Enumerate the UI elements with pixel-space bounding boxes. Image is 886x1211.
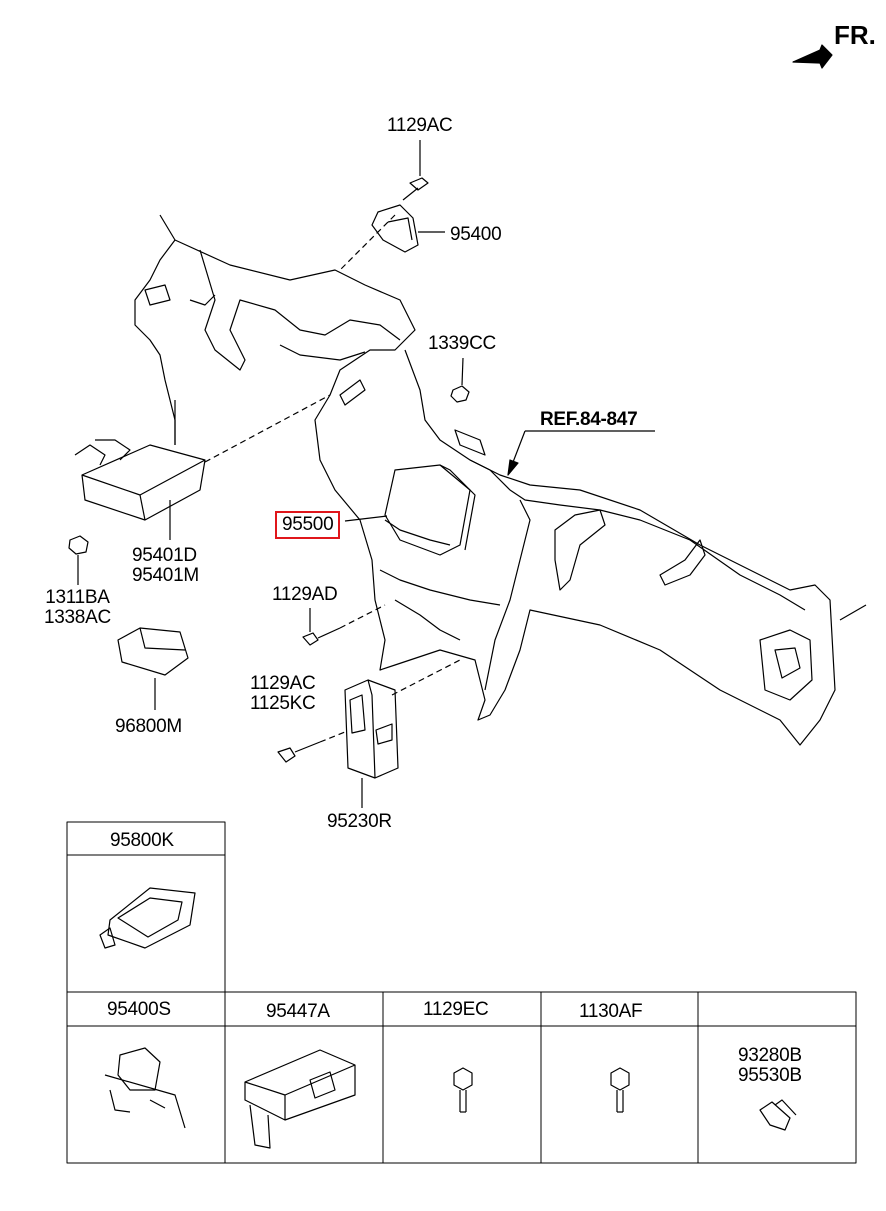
front-direction-arrow-icon: [792, 44, 833, 69]
sensor-95800k-icon: [99, 887, 196, 949]
table-cell-label-93280b-95530b[interactable]: 93280B 95530B: [738, 1045, 802, 1086]
callout-1129ac-1125kc[interactable]: 1129AC 1125KC: [250, 673, 316, 714]
module-95447a-icon: [244, 1049, 356, 1149]
table-cell-title-95447a[interactable]: 95447A: [266, 1001, 330, 1022]
bolt-1129ec-icon: [453, 1067, 473, 1113]
parts-table-grid: [66, 821, 857, 1164]
callout-1311ba[interactable]: 1311BA 1338AC: [44, 587, 111, 628]
table-cell-title-1129ec[interactable]: 1129EC: [423, 999, 489, 1020]
module-95230r: [344, 659, 461, 808]
callout-1129ad[interactable]: 1129AD: [272, 584, 338, 605]
module-96800m: [117, 627, 189, 710]
module-95500: [344, 464, 476, 556]
switch-93280b-icon: [759, 1099, 797, 1131]
module-95401: [74, 394, 331, 540]
cowl-cross-bar: [134, 214, 867, 746]
reference-label[interactable]: REF.84-847: [540, 409, 638, 430]
bracket-95400s-icon: [104, 1047, 186, 1129]
table-cell-title-95400s[interactable]: 95400S: [107, 999, 171, 1020]
bolt-1129ad: [302, 604, 386, 646]
table-cell-title-1130af[interactable]: 1130AF: [579, 1001, 643, 1022]
callout-1339cc[interactable]: 1339CC: [428, 333, 496, 354]
nut-1311ba: [68, 535, 89, 555]
bolt-1129ac-lower: [277, 731, 346, 763]
callout-96800m[interactable]: 96800M: [115, 716, 182, 737]
front-direction-label: FR.: [834, 20, 876, 50]
callout-95230r[interactable]: 95230R: [327, 811, 392, 832]
callout-95500-highlighted[interactable]: 95500: [275, 511, 341, 539]
bracket-95400: [339, 140, 445, 271]
nut-1339cc: [450, 357, 470, 403]
callout-95400[interactable]: 95400: [450, 224, 502, 245]
bolt-1130af-icon: [610, 1067, 630, 1113]
table-cell-title-95800k[interactable]: 95800K: [110, 830, 174, 851]
callout-1129ac-top[interactable]: 1129AC: [387, 115, 453, 136]
callout-95401[interactable]: 95401D 95401M: [132, 545, 199, 586]
